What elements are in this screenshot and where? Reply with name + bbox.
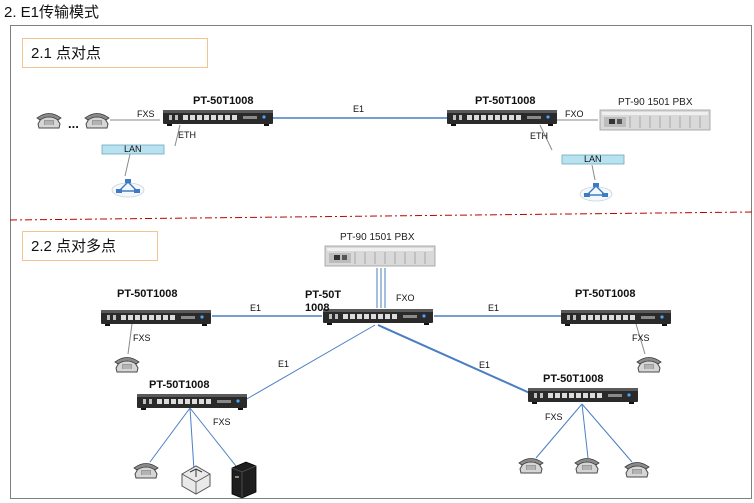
- pbx-label: PT-90 1501 PBX: [618, 97, 693, 108]
- lan-bar: LAN: [101, 144, 165, 155]
- fxs-label: FXS: [632, 333, 650, 343]
- device-label: PT-50T1008: [193, 95, 254, 107]
- fxo-label: FXO: [565, 109, 584, 119]
- switch-icon: [181, 465, 211, 495]
- gateway-device-icon: [323, 309, 433, 325]
- fxo-label: FXO: [396, 293, 415, 303]
- ellipsis-label: ...: [68, 116, 79, 131]
- e1-link-label: E1: [250, 303, 261, 313]
- diagram-frame: [10, 25, 752, 499]
- pbx-icon: [599, 109, 711, 131]
- fxs-label: FXS: [133, 333, 151, 343]
- telephone-icon: [574, 458, 600, 474]
- gateway-device-icon: [163, 110, 273, 126]
- lan-bar: LAN: [561, 154, 625, 165]
- device-label: PT-50T1008: [543, 373, 604, 385]
- page-title: 2. E1传输模式: [4, 4, 100, 21]
- p2mp-links: [127, 268, 646, 471]
- telephone-icon: [636, 357, 662, 373]
- eth-label: ETH: [530, 131, 548, 141]
- gateway-device-icon: [447, 110, 557, 126]
- section-divider: [9, 211, 753, 221]
- telephone-icon: [36, 113, 62, 129]
- lan-label: LAN: [124, 144, 142, 154]
- device-label: PT-50T: [305, 289, 341, 301]
- e1-link-label: E1: [488, 303, 499, 313]
- eth-label: ETH: [178, 130, 196, 140]
- gateway-device-icon: [137, 394, 247, 410]
- fxs-label: FXS: [213, 417, 231, 427]
- gateway-device-icon: [528, 388, 638, 404]
- fxs-label: FXS: [137, 109, 155, 119]
- telephone-icon: [84, 113, 110, 129]
- telephone-icon: [518, 458, 544, 474]
- telephone-icon: [624, 462, 650, 478]
- fxs-label: FXS: [545, 412, 563, 422]
- e1-link-label: E1: [479, 360, 490, 370]
- device-label: PT-50T1008: [575, 288, 636, 300]
- device-label: PT-50T1008: [149, 379, 210, 391]
- section-heading-p2mp: 2.2 点对多点: [22, 231, 158, 261]
- e1-link-label: E1: [353, 104, 364, 114]
- pbx-label: PT-90 1501 PBX: [340, 232, 415, 243]
- pc-tower-icon: [231, 461, 257, 499]
- network-cloud-icon: [111, 178, 145, 198]
- device-label: PT-50T1008: [475, 95, 536, 107]
- e1-link-label: E1: [278, 359, 289, 369]
- gateway-device-icon: [101, 310, 211, 326]
- device-label: 1008: [305, 302, 329, 314]
- section-heading-p2p: 2.1 点对点: [22, 38, 208, 68]
- pbx-icon: [324, 245, 436, 267]
- gateway-device-icon: [561, 310, 671, 326]
- telephone-icon: [114, 357, 140, 373]
- network-cloud-icon: [579, 182, 613, 202]
- telephone-icon: [133, 463, 159, 479]
- lan-label: LAN: [584, 154, 602, 164]
- p2p-links: [110, 117, 598, 181]
- device-label: PT-50T1008: [117, 288, 178, 300]
